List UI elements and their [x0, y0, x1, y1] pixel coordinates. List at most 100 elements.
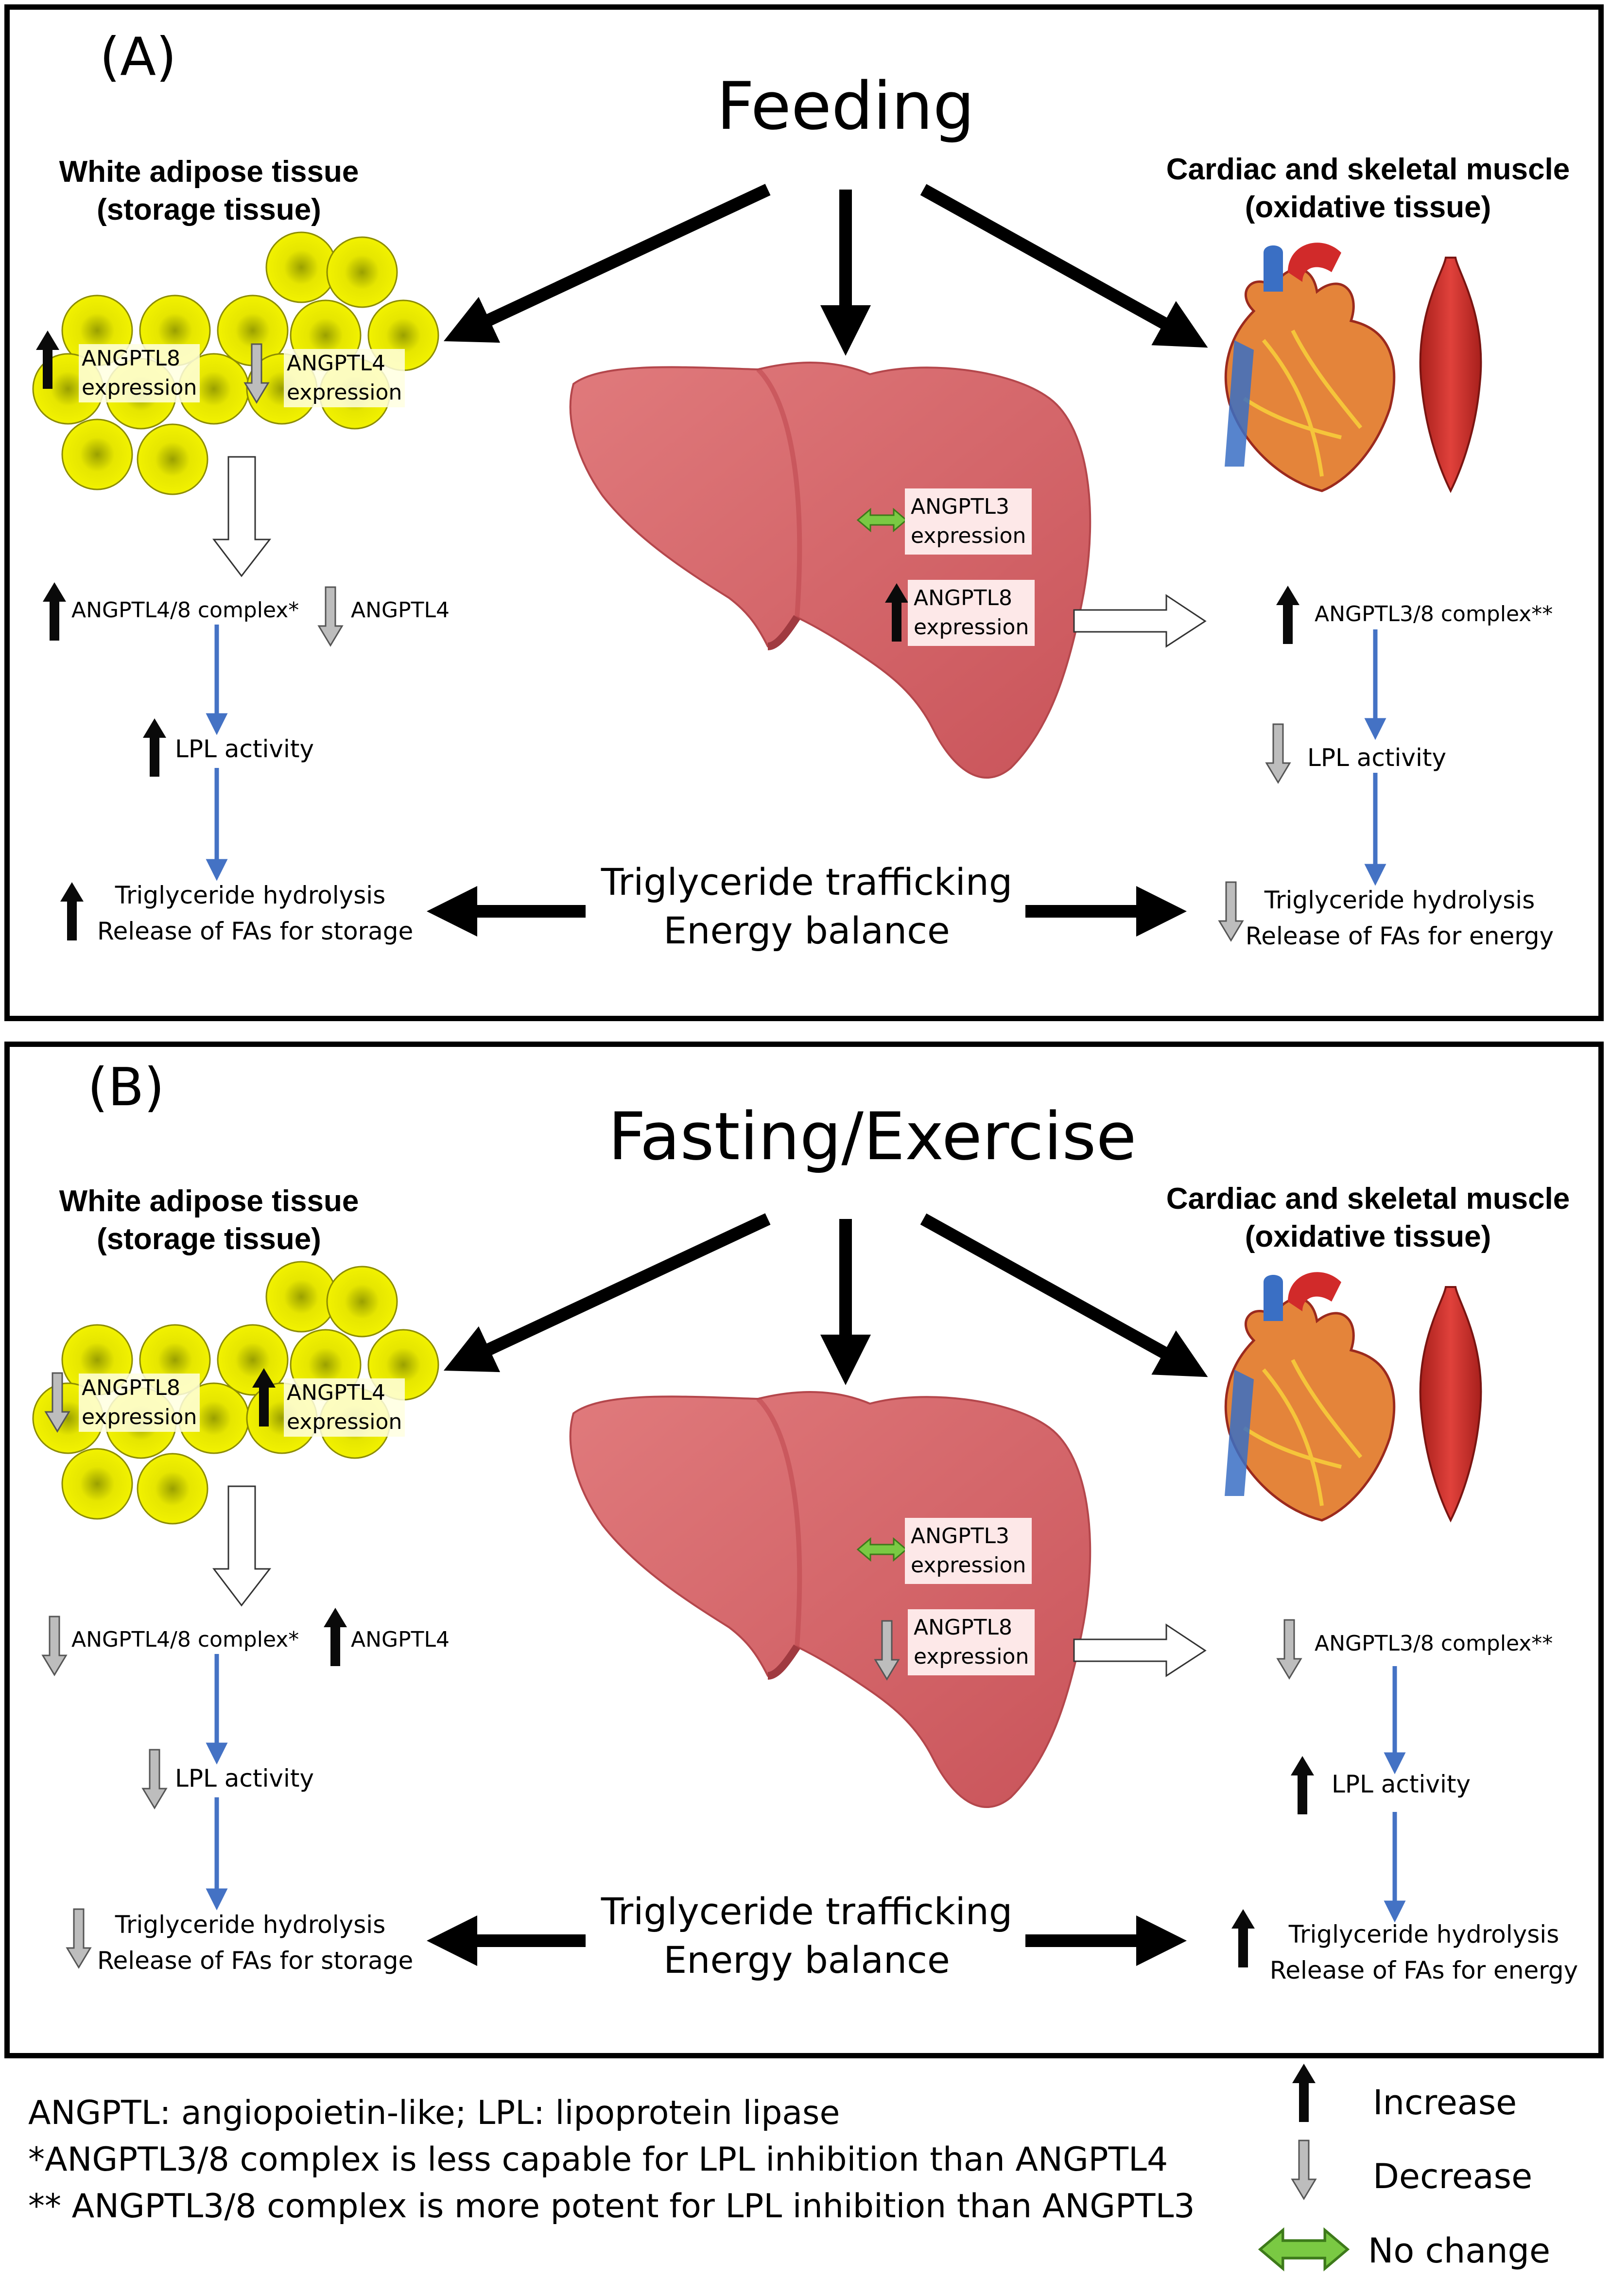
label-line: Triglyceride hydrolysis	[115, 1911, 386, 1939]
lpl-left-label-a: LPL activity	[175, 735, 314, 763]
liver-b	[571, 1392, 1091, 1807]
down-arrow-icon	[42, 1616, 67, 1676]
legend-increase-label: Increase	[1373, 2083, 1517, 2122]
liver-a	[571, 363, 1091, 778]
adipose-angptl4-label-b: ANGPTL4 expression	[284, 1378, 405, 1437]
label-line: Cardiac and skeletal muscle	[1166, 1182, 1570, 1216]
complex38-label-b: ANGPTL3/8 complex**	[1315, 1631, 1553, 1656]
label-line: ANGPTL3	[911, 494, 1010, 519]
lpl-right-label-b: LPL activity	[1332, 1770, 1471, 1798]
label-line: Release of FAs for storage	[97, 917, 414, 945]
label-line: ANGPTL4	[287, 351, 386, 376]
label-line: Triglyceride trafficking	[601, 860, 1013, 904]
label-line: (storage tissue)	[97, 1222, 321, 1256]
label-line: Release of FAs for energy	[1245, 922, 1554, 950]
legend-double-arrow-icon	[1258, 2227, 1350, 2272]
angptl4-label-b: ANGPTL4	[351, 1627, 450, 1652]
label-line: Energy balance	[663, 1938, 950, 1982]
label-line: Triglyceride hydrolysis	[1264, 886, 1535, 914]
heart-a	[1225, 243, 1394, 491]
liver-angptl3-label-b: ANGPTL3 expression	[905, 1518, 1032, 1584]
angptl4-label-a: ANGPTL4	[351, 598, 450, 623]
complex38-label-a: ANGPTL3/8 complex**	[1315, 602, 1553, 626]
label-line: ANGPTL8	[914, 586, 1013, 610]
adipose-title-b: White adipose tissue (storage tissue)	[44, 1183, 374, 1258]
liver-angptl8-label-a: ANGPTL8 expression	[908, 580, 1035, 646]
panel-label-b: (B)	[87, 1057, 165, 1118]
adipose-angptl8-label-a: ANGPTL8 expression	[79, 344, 200, 402]
tg-left-label-b: Triglyceride hydrolysis Release of FAs f…	[97, 1907, 414, 1979]
liver-angptl8-label-b: ANGPTL8 expression	[908, 1609, 1035, 1675]
liver-angptl3-label-a: ANGPTL3 expression	[905, 488, 1032, 555]
label-line: expression	[911, 1553, 1026, 1578]
legend-decrease-label: Decrease	[1373, 2157, 1533, 2196]
muscle-a	[1419, 257, 1482, 492]
tg-left-label-a: Triglyceride hydrolysis Release of FAs f…	[97, 877, 414, 949]
muscle-b	[1419, 1286, 1482, 1521]
label-line: Release of FAs for storage	[97, 1947, 414, 1975]
adipose-title-line2: (storage tissue)	[97, 193, 321, 226]
label-line: Release of FAs for energy	[1269, 1956, 1578, 1984]
up-arrow-icon	[1276, 586, 1299, 644]
label-line: expression	[82, 1405, 197, 1429]
legend-down-arrow-icon	[1291, 2139, 1317, 2200]
label-line: ANGPTL8	[82, 1375, 181, 1400]
down-arrow-icon	[1265, 723, 1291, 783]
muscle-title-b: Cardiac and skeletal muscle (oxidative t…	[1140, 1180, 1596, 1256]
label-line: expression	[287, 1409, 402, 1434]
legend-up-arrow-icon	[1292, 2064, 1316, 2122]
down-arrow-icon	[1277, 1619, 1302, 1679]
label-line: Triglyceride trafficking	[601, 1890, 1013, 1933]
label-line: ANGPTL4	[287, 1380, 386, 1405]
tg-right-label-a: Triglyceride hydrolysis Release of FAs f…	[1244, 882, 1555, 954]
up-arrow-icon	[1291, 1756, 1314, 1814]
footnotes: ANGPTL: angiopoietin-like; LPL: lipoprot…	[28, 2090, 1195, 2230]
lpl-right-label-a: LPL activity	[1307, 744, 1447, 772]
panel-b-graphics	[32, 1213, 1482, 1968]
label-line: Energy balance	[663, 909, 950, 952]
adipose-title-a: White adipose tissue (storage tissue)	[44, 153, 374, 229]
panel-title-b: Fasting/Exercise	[608, 1098, 1137, 1175]
label-line: ANGPTL8	[914, 1615, 1013, 1640]
lpl-left-label-b: LPL activity	[175, 1764, 314, 1792]
up-arrow-icon	[60, 882, 84, 940]
panel-title-a: Feeding	[716, 68, 975, 144]
down-arrow-icon	[1218, 881, 1244, 941]
label-line: (oxidative tissue)	[1245, 1220, 1491, 1253]
down-arrow-icon	[142, 1749, 167, 1809]
label-line: ANGPTL8	[82, 346, 181, 371]
label-line: expression	[82, 375, 197, 400]
muscle-title-a: Cardiac and skeletal muscle (oxidative t…	[1140, 151, 1596, 226]
heart-b	[1225, 1272, 1394, 1520]
label-line: Triglyceride hydrolysis	[115, 881, 386, 909]
label-line: expression	[287, 380, 402, 405]
label-line: expression	[911, 523, 1026, 548]
label-line: White adipose tissue	[59, 1184, 359, 1218]
adipose-angptl8-label-b: ANGPTL8 expression	[79, 1374, 200, 1432]
up-arrow-icon	[43, 582, 66, 641]
up-arrow-icon	[1231, 1909, 1255, 1967]
panel-a-graphics	[32, 184, 1482, 941]
footnote-abbreviations: ANGPTL: angiopoietin-like; LPL: lipoprot…	[28, 2094, 840, 2132]
legend-no-change-label: No change	[1368, 2231, 1551, 2271]
muscle-title-line2: (oxidative tissue)	[1245, 191, 1491, 224]
complex48-label-b: ANGPTL4/8 complex*	[71, 1627, 299, 1652]
label-line: expression	[914, 1644, 1029, 1669]
adipose-title-line1: White adipose tissue	[59, 155, 359, 189]
complex48-label-a: ANGPTL4/8 complex*	[71, 598, 299, 623]
up-arrow-icon	[143, 718, 166, 777]
center-label-b: Triglyceride trafficking Energy balance	[598, 1887, 1016, 1984]
muscle-title-line1: Cardiac and skeletal muscle	[1166, 153, 1570, 186]
footnote-double-star: ** ANGPTL3/8 complex is more potent for …	[28, 2187, 1195, 2226]
footnote-single-star: *ANGPTL3/8 complex is less capable for L…	[28, 2140, 1168, 2179]
down-arrow-icon	[66, 1908, 91, 1968]
label-line: expression	[914, 615, 1029, 640]
tg-right-label-b: Triglyceride hydrolysis Release of FAs f…	[1268, 1916, 1579, 1988]
center-label-a: Triglyceride trafficking Energy balance	[598, 858, 1016, 955]
adipose-angptl4-label-a: ANGPTL4 expression	[284, 349, 405, 407]
label-line: ANGPTL3	[911, 1524, 1010, 1548]
panel-label-a: (A)	[100, 27, 177, 87]
up-arrow-icon	[324, 1608, 347, 1666]
